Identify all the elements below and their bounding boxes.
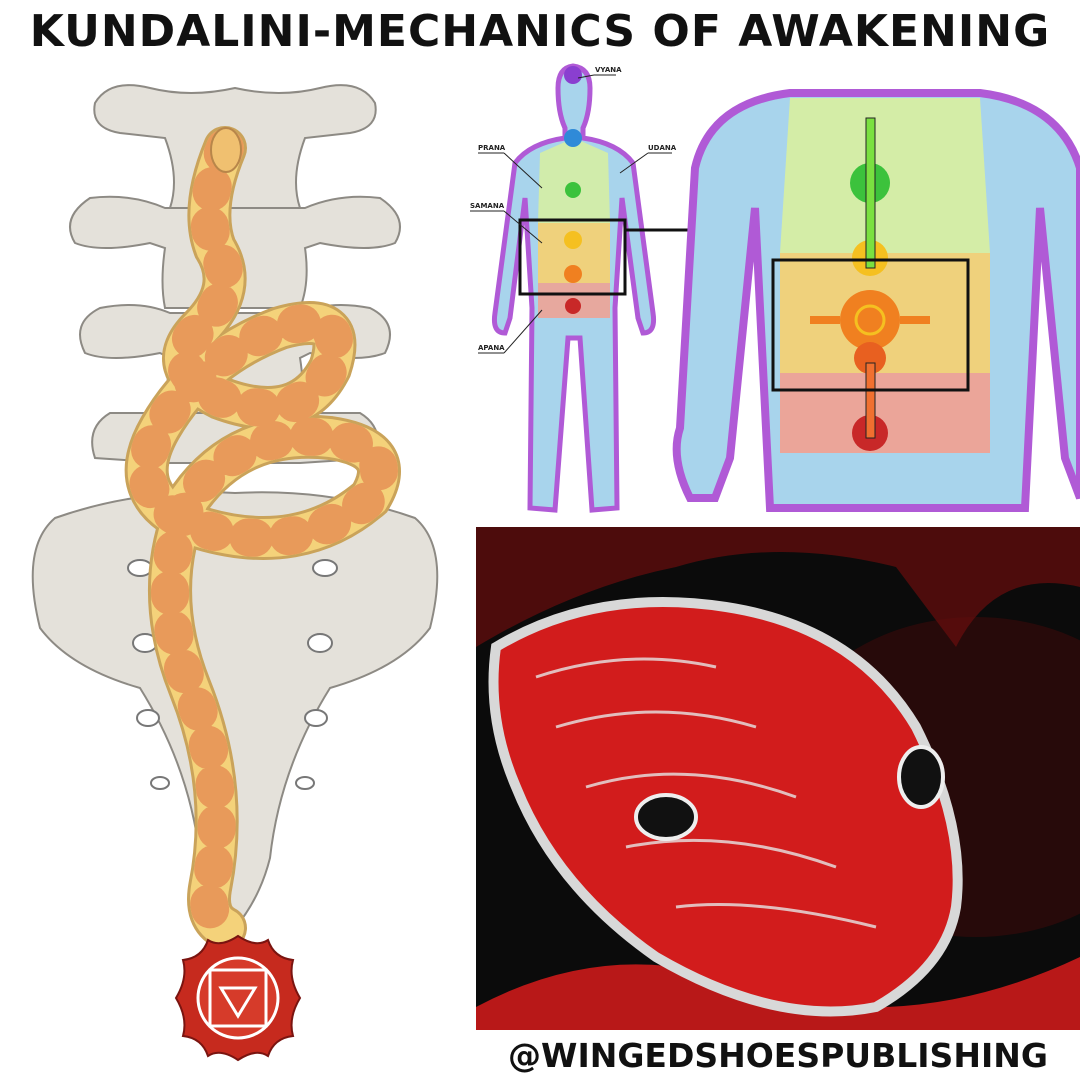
label-samana: SAMANA	[470, 202, 505, 210]
label-apana: APANA	[478, 344, 505, 352]
serpent-eye-right	[897, 745, 945, 809]
serpent	[124, 126, 401, 950]
jeweled-serpent-svg	[476, 527, 1080, 1030]
page-title: KUNDALINI-MECHANICS OF AWAKENING	[29, 6, 1051, 57]
sacrum	[31, 491, 439, 930]
spine-serpent-svg	[31, 84, 439, 1062]
diagram-labels: VYANA PRANA UDANA SAMANA APANA	[470, 66, 677, 354]
small-figure	[492, 63, 656, 513]
spine-serpent-illustration	[0, 68, 470, 1080]
publisher-handle: @WINGEDSHOESPUBLISHING	[508, 1036, 1048, 1075]
focus-box-large	[771, 258, 970, 392]
focus-box-small	[518, 218, 627, 296]
prana-vayu-body-diagram: VYANA PRANA UDANA SAMANA APANA	[470, 58, 1080, 523]
serpent-head	[210, 127, 242, 173]
enlarged-torso	[672, 89, 1080, 512]
label-udana: UDANA	[648, 144, 677, 152]
label-prana: PRANA	[478, 144, 506, 152]
serpent-eye-left	[634, 793, 698, 841]
body-diagram-svg: VYANA PRANA UDANA SAMANA APANA	[470, 63, 1080, 513]
jeweled-serpent-photo	[476, 527, 1080, 1030]
root-chakra-symbol	[174, 934, 302, 1062]
label-vyana: VYANA	[595, 66, 622, 74]
